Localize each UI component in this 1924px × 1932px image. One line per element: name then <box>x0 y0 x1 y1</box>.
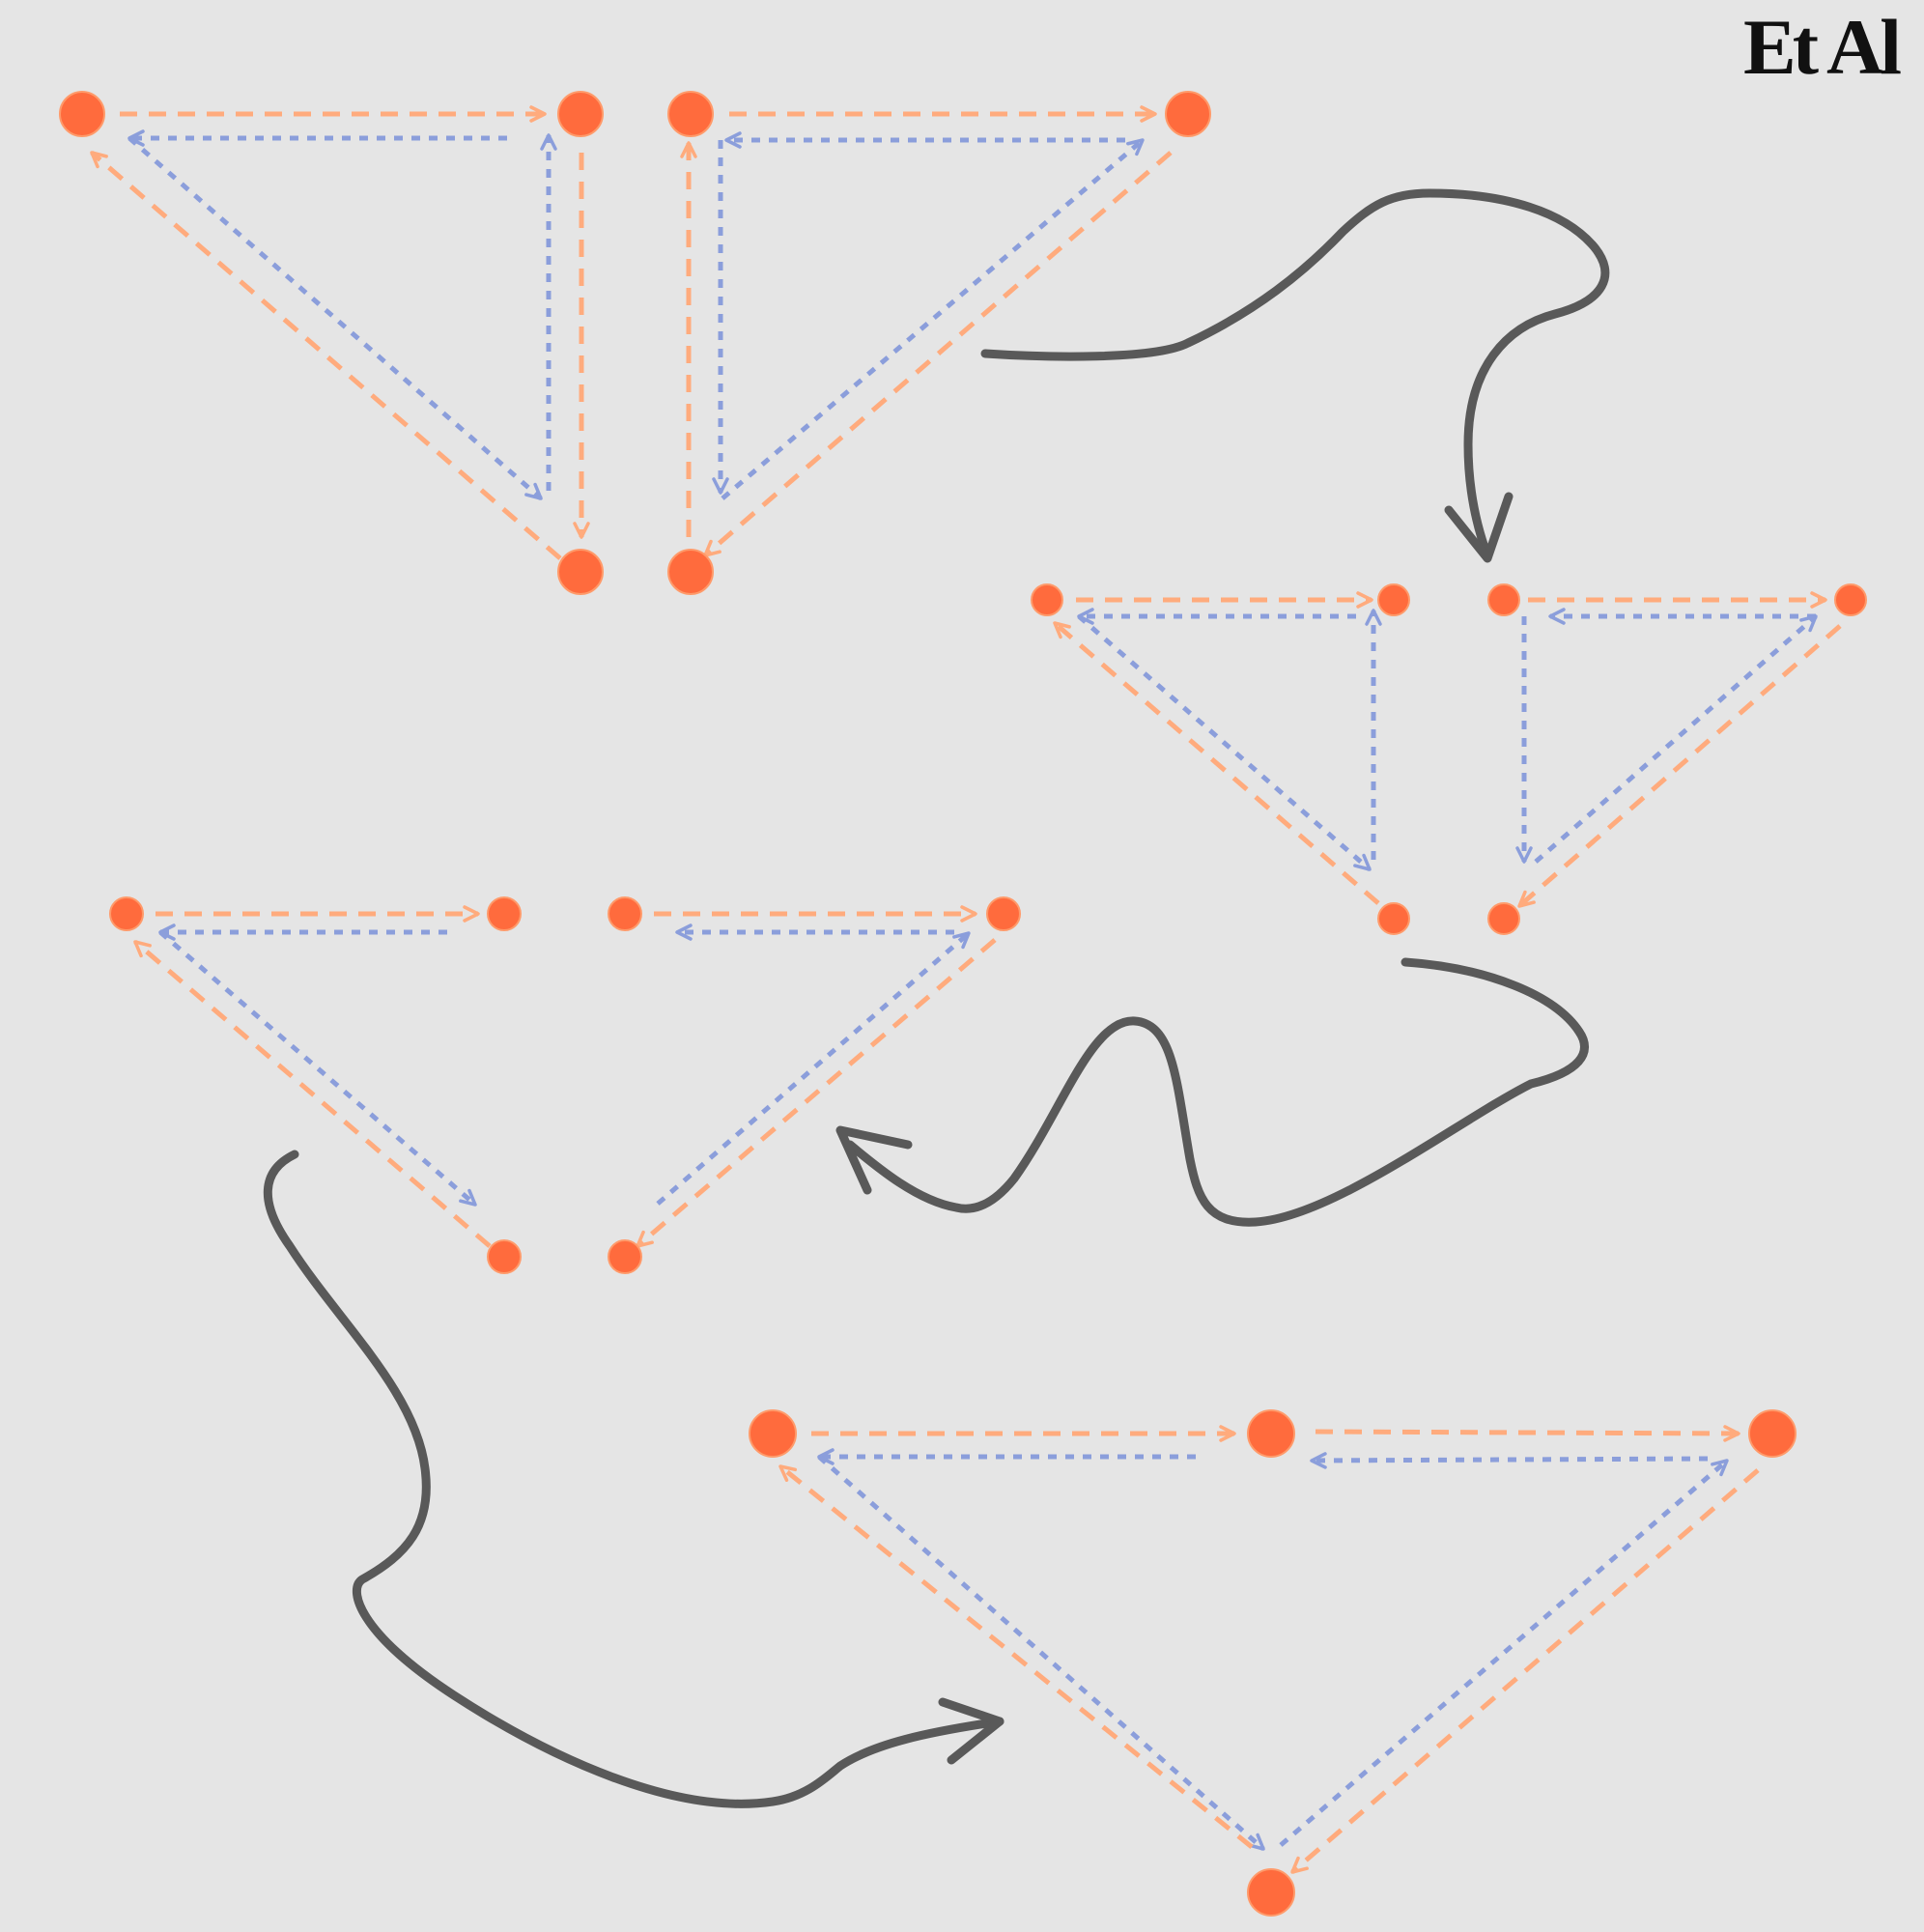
edge-orange <box>1315 1425 1740 1442</box>
node <box>487 1239 522 1274</box>
node <box>1834 583 1867 616</box>
edge-blue <box>1310 1452 1709 1469</box>
node <box>109 896 144 931</box>
edge-orange <box>1290 1468 1760 1874</box>
node <box>986 896 1021 931</box>
node <box>1487 902 1520 935</box>
node <box>1031 583 1063 616</box>
edge-blue <box>656 931 971 1206</box>
edge-blue <box>1279 1459 1729 1847</box>
node <box>487 896 522 931</box>
edge-orange <box>703 151 1173 557</box>
edge-orange <box>1517 624 1842 908</box>
edge-blue <box>158 930 477 1207</box>
edge-orange <box>1053 621 1380 905</box>
edge-blue <box>1534 614 1818 864</box>
node <box>667 91 714 137</box>
edge-orange <box>133 940 492 1248</box>
panel-top-left <box>59 91 604 595</box>
node <box>608 1239 642 1274</box>
node <box>749 1409 797 1458</box>
node <box>1487 583 1520 616</box>
node <box>667 549 714 595</box>
node <box>1377 583 1410 616</box>
flow-arrow-1 <box>980 188 1610 563</box>
node <box>1165 91 1211 137</box>
node <box>1247 1868 1295 1917</box>
node <box>557 549 604 595</box>
edge-orange <box>90 151 562 560</box>
flow-arrow-2 <box>835 957 1589 1227</box>
edge-blue <box>1077 614 1372 871</box>
node <box>557 91 604 137</box>
edge-blue <box>721 138 1145 500</box>
node <box>1377 902 1410 935</box>
panel-middle-left <box>109 896 1021 1274</box>
node <box>608 896 642 931</box>
edge-blue <box>817 1455 1265 1851</box>
node <box>1247 1409 1295 1458</box>
edge-orange <box>636 938 997 1248</box>
logo: Et Al <box>1743 3 1902 91</box>
edge-blue <box>127 136 543 500</box>
panel-bottom <box>749 1409 1797 1917</box>
panel-middle-right <box>1031 583 1867 935</box>
node <box>59 91 105 137</box>
panel-top-middle <box>667 91 1211 595</box>
node <box>1748 1409 1797 1458</box>
edge-orange <box>778 1464 1254 1849</box>
flow-arrow-3 <box>263 1150 1004 1808</box>
